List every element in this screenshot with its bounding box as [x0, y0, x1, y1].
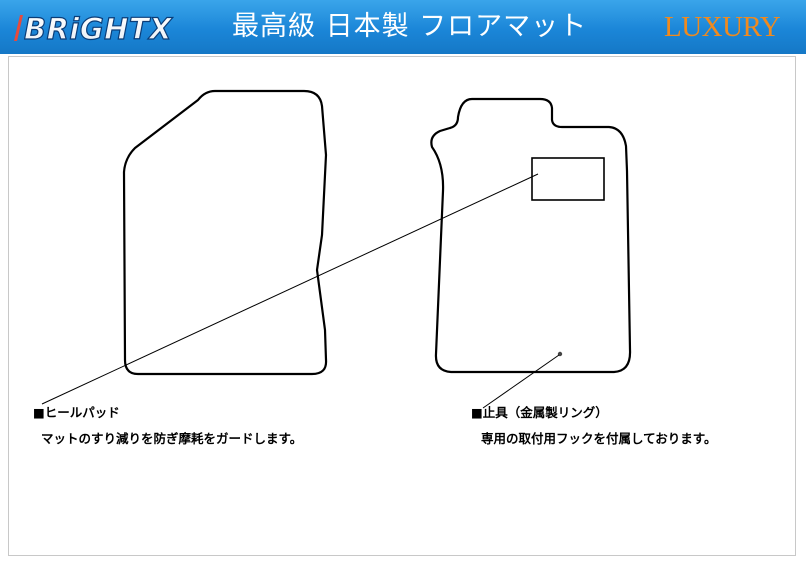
right-mat-outline [430, 97, 632, 374]
brand-text: BRiGHTX [24, 12, 173, 45]
heel-pad-leader-line [41, 173, 539, 405]
page-title: 最高級 日本製 フロアマット [232, 11, 588, 42]
heel-pad-description: マットのすり減りを防ぎ摩耗をガードします。 [41, 431, 303, 446]
left-mat-outline [122, 89, 328, 376]
clip-description: 専用の取付用フックを付属しております。 [481, 431, 717, 446]
clip-leader-line [482, 354, 560, 409]
luxury-badge: LUXURY [664, 11, 781, 43]
clip-title: ■止具（金属製リング） [471, 405, 608, 420]
heel-pad-title: ■ヒールパッド [33, 405, 120, 420]
heel-pad-rect [531, 157, 605, 201]
content-frame [8, 56, 796, 556]
brightx-logo: BRiGHTX [14, 11, 173, 45]
header-bar: BRiGHTX 最高級 日本製 フロアマット LUXURY [0, 0, 806, 54]
